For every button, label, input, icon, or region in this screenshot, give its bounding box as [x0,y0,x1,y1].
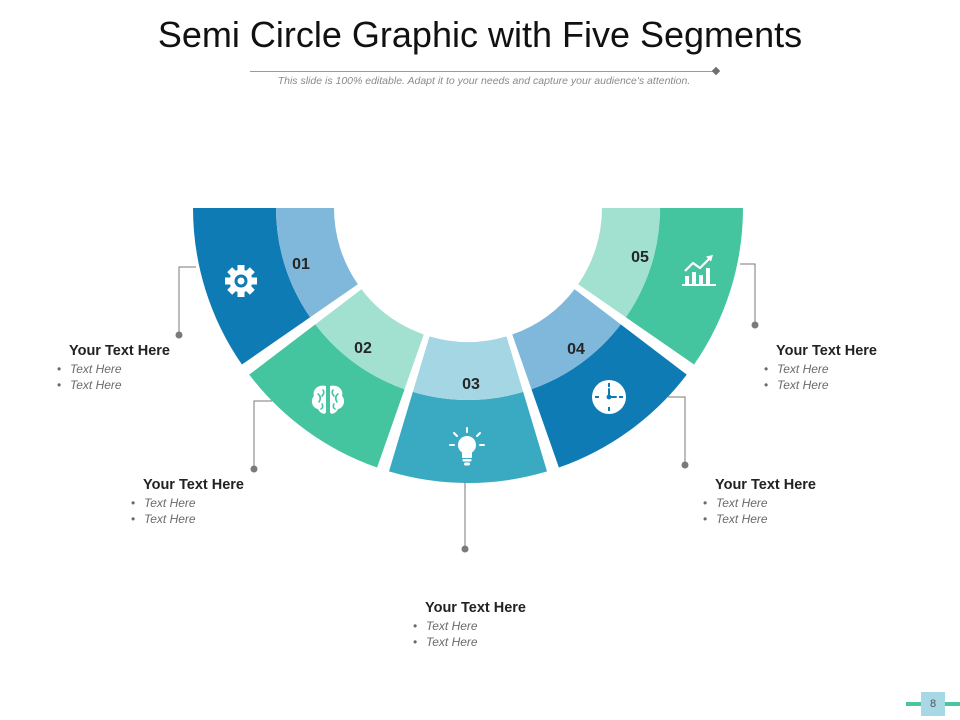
bullet-item: Text Here [57,361,170,377]
connector-01 [178,266,196,335]
text-block-title: Your Text Here [776,343,877,359]
segment-01-outer [193,208,311,365]
page-indicator-bar-left [906,702,921,706]
segment-04-inner [512,289,621,390]
text-block-05: Your Text Here Text Here Text Here [764,343,877,393]
bullet-item: Text Here [703,495,816,511]
growth-chart-icon [682,255,716,286]
text-block-title: Your Text Here [143,477,244,493]
brain-icon [311,385,345,414]
bullet-list: Text Here Text Here [764,361,877,393]
slide-title: Semi Circle Graphic with Five Segments [157,14,803,55]
clock-icon [592,380,626,414]
connector-dot-02 [250,465,258,473]
segment-number-04: 04 [567,341,585,358]
gear-icon [225,265,257,297]
text-block-04: Your Text Here Text Here Text Here [703,477,816,527]
slide-subtitle: This slide is 100% editable. Adapt it to… [277,75,691,87]
connector-05 [740,263,756,325]
connector-04 [668,396,686,464]
connector-dot-04 [681,461,689,469]
segment-number-01: 01 [292,256,310,273]
subtitle-divider [250,71,716,72]
page-indicator-bar-right [945,702,960,706]
segment-02-outer [249,324,405,468]
connector-dot-03 [461,545,469,553]
segment-05-outer [625,208,743,365]
segment-02-inner [315,289,424,390]
text-block-title: Your Text Here [69,343,170,359]
text-block-01: Your Text Here Text Here Text Here [57,343,170,393]
page-number-badge: 8 [921,692,945,716]
connector-02 [253,400,272,469]
bullet-list: Text Here Text Here [57,361,170,393]
segment-number-02: 02 [354,340,372,357]
bullet-list: Text Here Text Here [703,495,816,527]
segment-number-03: 03 [462,376,480,393]
connector-dot-05 [751,321,759,329]
segment-number-05: 05 [631,249,649,266]
bullet-item: Text Here [57,377,170,393]
segment-03-inner [412,336,524,400]
text-block-title: Your Text Here [425,600,526,616]
lightbulb-icon [449,427,485,466]
bullet-item: Text Here [413,618,526,634]
bullet-item: Text Here [764,361,877,377]
text-block-title: Your Text Here [715,477,816,493]
bullet-item: Text Here [131,495,244,511]
bullet-item: Text Here [764,377,877,393]
segment-01-inner [276,208,358,318]
segment-05-inner [578,208,660,318]
bullet-list: Text Here Text Here [131,495,244,527]
bullet-item: Text Here [131,511,244,527]
connector-dot-01 [175,331,183,339]
bullet-item: Text Here [413,634,526,650]
text-block-03: Your Text Here Text Here Text Here [413,600,526,650]
bullet-list: Text Here Text Here [413,618,526,650]
bullet-item: Text Here [703,511,816,527]
text-block-02: Your Text Here Text Here Text Here [131,477,244,527]
